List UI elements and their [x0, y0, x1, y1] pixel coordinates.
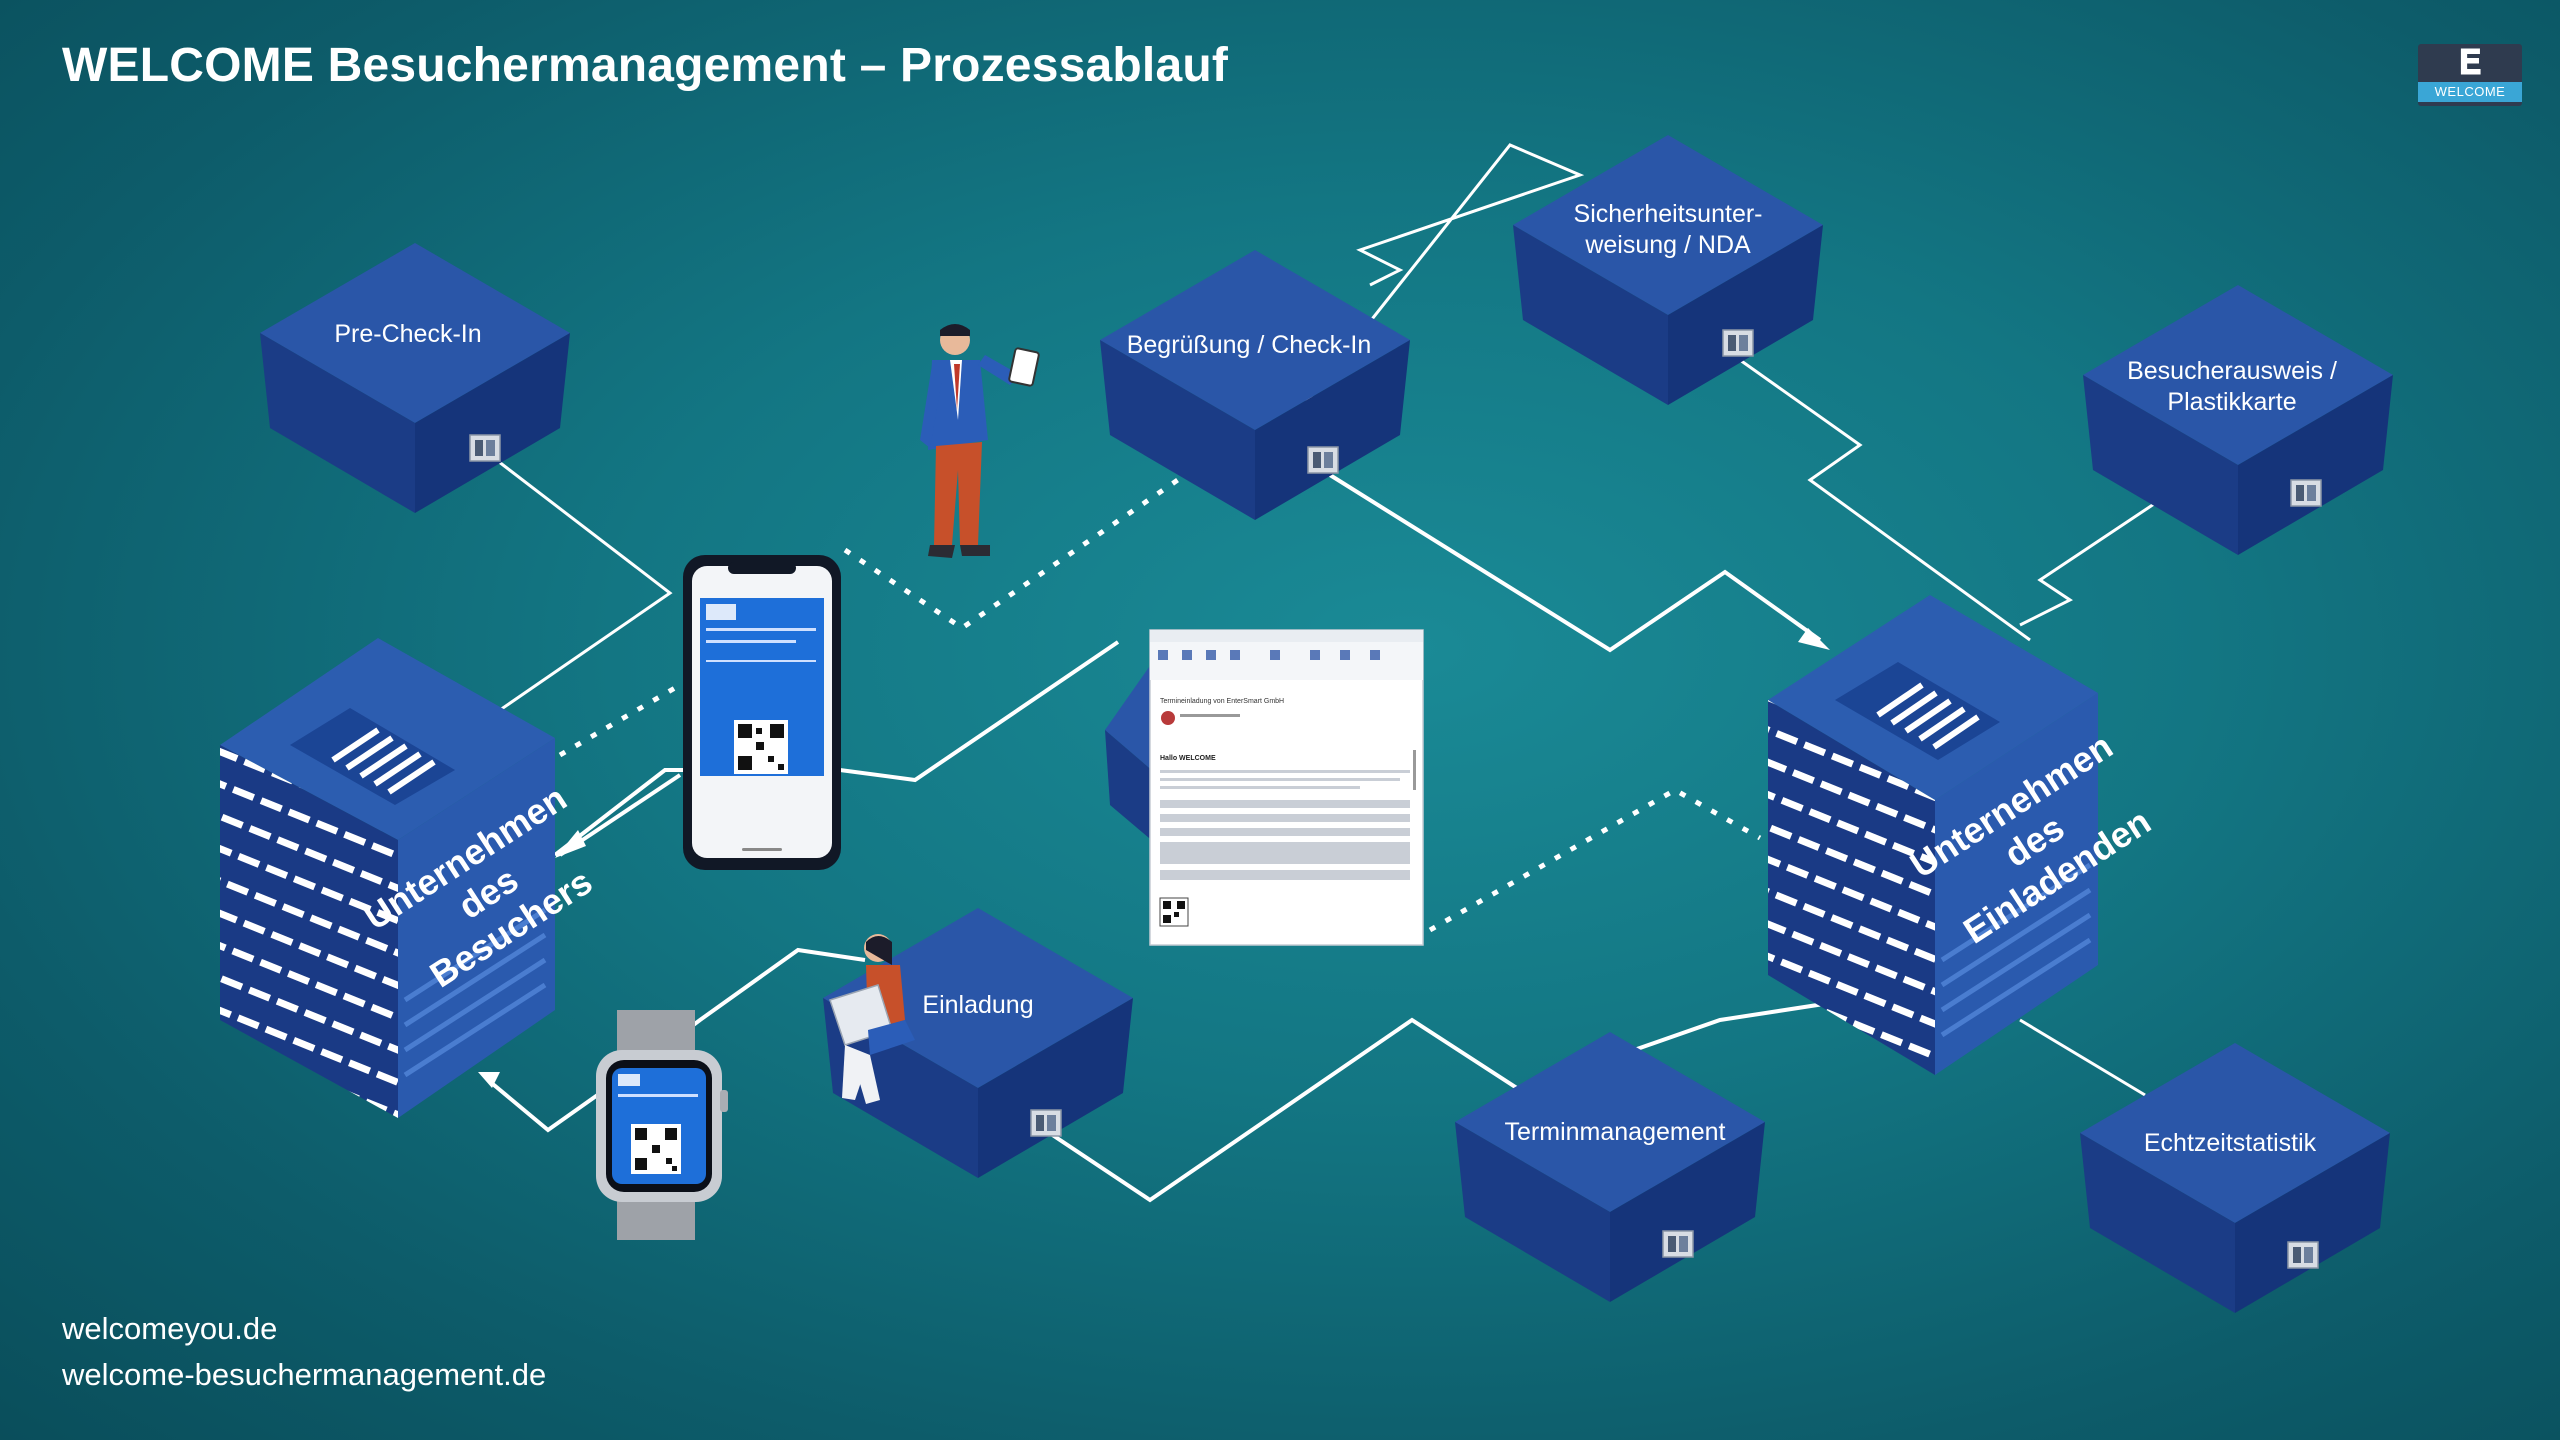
block-pre-checkin[interactable]: Pre-Check-In	[260, 243, 570, 513]
building-host-company[interactable]: Unternehmen des Einladenden	[1768, 595, 2165, 1075]
email-window-icon: Termineinladung von EnterSmart GmbH Hall…	[1149, 629, 1424, 946]
block-besucherausweis[interactable]: Besucherausweis / Plastikkarte	[2083, 285, 2393, 555]
label-einladung: Einladung	[922, 991, 1033, 1019]
card-reader-icon	[1307, 446, 1339, 474]
label-terminmanagement: Terminmanagement	[1505, 1118, 1726, 1146]
rooftop-vents	[1876, 682, 1980, 750]
card-reader-icon	[2287, 1241, 2319, 1269]
block-echtzeitstatistik[interactable]: Echtzeitstatistik	[2080, 1043, 2390, 1313]
person-with-tablet-icon	[920, 324, 1040, 558]
card-reader-icon	[1722, 329, 1754, 357]
smartwatch-qr-icon	[596, 1010, 728, 1240]
logo-e-icon: 𝐄	[2458, 44, 2482, 83]
card-reader-icon	[1030, 1109, 1062, 1137]
welcome-logo[interactable]: 𝐄 WELCOME	[2418, 44, 2522, 106]
footer-links: welcomeyou.de welcome-besuchermanagement…	[62, 1306, 546, 1398]
footer-link-welcomeyou[interactable]: welcomeyou.de	[62, 1311, 278, 1346]
rooftop-vents	[331, 727, 436, 795]
label-pre-checkin: Pre-Check-In	[334, 320, 481, 348]
smartphone-qr-icon	[683, 555, 841, 870]
label-besucherausweis-2: Plastikkarte	[2167, 388, 2296, 416]
label-begruessung: Begrüßung / Check-In	[1127, 331, 1372, 359]
email-greeting: Hallo WELCOME	[1160, 755, 1216, 762]
footer-link-besuchermanagement[interactable]: welcome-besuchermanagement.de	[62, 1357, 547, 1392]
logo-word: WELCOME	[2418, 82, 2522, 102]
page-title: WELCOME Besuchermanagement – Prozessabla…	[62, 39, 1229, 92]
card-reader-icon	[469, 434, 501, 462]
block-begruessung-checkin[interactable]: Begrüßung / Check-In	[1100, 250, 1410, 520]
label-besucherausweis-1: Besucherausweis /	[2127, 357, 2337, 385]
label-echtzeitstatistik: Echtzeitstatistik	[2144, 1129, 2317, 1157]
building-visitor-company[interactable]: Unternehmen des Besuchers	[220, 638, 619, 1118]
label-sicherheit-1: Sicherheitsunter-	[1574, 200, 1763, 228]
block-sicherheitsunterweisung[interactable]: Sicherheitsunter- weisung / NDA	[1513, 135, 1823, 405]
block-terminmanagement[interactable]: Terminmanagement	[1455, 1032, 1765, 1302]
label-sicherheit-2: weisung / NDA	[1584, 231, 1751, 259]
email-subject: Termineinladung von EnterSmart GmbH	[1160, 698, 1284, 705]
woman-with-laptop-icon	[829, 934, 915, 1104]
card-reader-icon	[2290, 479, 2322, 507]
card-reader-icon	[1662, 1230, 1694, 1258]
